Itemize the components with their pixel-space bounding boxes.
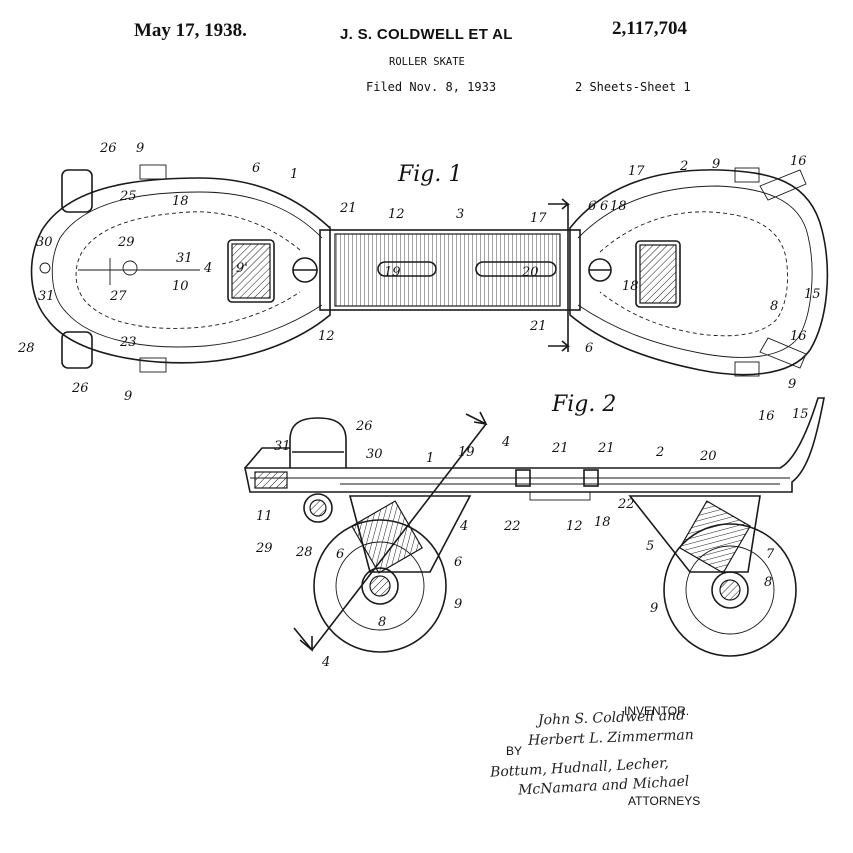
ref-numeral: 8: [378, 615, 386, 630]
ref-numeral: 20: [521, 265, 539, 280]
ref-numeral: 1: [426, 451, 434, 466]
ref-numeral: 8: [770, 299, 778, 314]
ref-numeral: 16: [790, 329, 807, 344]
patent-title: ROLLER SKATE: [389, 56, 465, 68]
ref-numeral: 11: [256, 509, 273, 524]
ref-numeral: 21: [339, 201, 357, 216]
ref-numeral: 9: [124, 389, 132, 404]
ref-numeral: 12: [318, 329, 335, 344]
ref-numeral: 12: [566, 519, 583, 534]
ref-numeral: 18: [622, 279, 639, 294]
ref-numeral: 18: [610, 199, 627, 214]
ref-numeral: 1: [290, 167, 298, 182]
ref-numeral: 15: [804, 287, 821, 302]
patent-number: 2,117,704: [612, 18, 687, 39]
ref-numeral: 30: [366, 447, 383, 462]
ref-numeral: 2: [655, 445, 664, 460]
fig2-label: Fig. 2: [552, 392, 617, 417]
ref-numeral: 21: [551, 441, 569, 456]
ref-numeral: 4: [459, 519, 468, 534]
ref-numeral: 17: [530, 211, 547, 226]
ref-numeral: 3: [456, 207, 464, 222]
ref-numeral: 28: [17, 341, 35, 356]
ref-numeral: 30: [36, 235, 53, 250]
ref-numeral: 18: [172, 194, 189, 209]
ref-numeral: 31: [38, 289, 55, 304]
section-marker-6-bottom: 6: [585, 341, 593, 356]
by-label: BY: [506, 744, 523, 758]
ref-numeral: 6: [600, 199, 608, 214]
ref-numeral: 9: [788, 377, 796, 392]
patent-inventors: J. S. COLDWELL ET AL: [340, 26, 513, 43]
ref-numeral: 9: [136, 141, 144, 156]
ref-numeral: 6: [252, 161, 260, 176]
ref-numeral: 22: [503, 519, 521, 534]
ref-numeral: 15: [792, 407, 809, 422]
ref-numeral: 18: [594, 515, 611, 530]
fig1-label: Fig. 1: [398, 162, 463, 187]
ref-numeral: 17: [628, 164, 645, 179]
ref-numeral: 8: [764, 575, 772, 590]
ref-numeral: 12: [388, 207, 405, 222]
ref-numeral: 21: [529, 319, 547, 334]
ref-numeral: 31: [274, 439, 291, 454]
ref-numeral: 9: [650, 601, 658, 616]
ref-numeral: 21: [597, 441, 615, 456]
ref-numeral: 31: [176, 251, 193, 266]
ref-numeral: 27: [109, 289, 127, 304]
ref-numeral: 26: [99, 141, 117, 156]
ref-numeral: 19: [458, 445, 475, 460]
ref-numeral: 2: [679, 159, 688, 174]
attorneys-label: ATTORNEYS: [628, 794, 701, 808]
ref-numeral: 16: [758, 409, 775, 424]
ref-numeral: 4: [203, 261, 212, 276]
ref-numeral: 20: [699, 449, 717, 464]
ref-numeral: 22: [617, 497, 635, 512]
fig2-drawing: 4 4 26 31 30 1 19 21 21 2 20 16 15 11 29…: [244, 397, 825, 670]
ref-numeral: 9': [236, 261, 248, 276]
ref-numeral: 7: [766, 547, 775, 562]
ref-numeral: 28: [295, 545, 313, 560]
ref-numeral: 25: [119, 189, 137, 204]
section-marker-6-top: 6: [588, 199, 596, 214]
ref-numeral: 6: [454, 555, 462, 570]
section-marker-4-top: 4: [501, 435, 510, 450]
section-marker-4-bottom: 4: [321, 655, 330, 670]
sheet-count: 2 Sheets-Sheet 1: [575, 80, 691, 94]
ref-numeral: 10: [172, 279, 189, 294]
ref-numeral: 9: [454, 597, 462, 612]
ref-numeral: 29: [117, 235, 135, 250]
ref-numeral: 19: [384, 265, 401, 280]
patent-date: May 17, 1938.: [134, 20, 247, 41]
ref-numeral: 29: [255, 541, 273, 556]
ref-numeral: 9: [712, 157, 720, 172]
ref-numeral: 26: [355, 419, 373, 434]
ref-numeral: 6: [336, 547, 344, 562]
ref-numeral: 23: [119, 335, 137, 350]
fig1-drawing: 6 6 26 9 25 18 6 1 21 12 3 17 6 18 17 2 …: [17, 141, 829, 404]
ref-numeral: 5: [646, 539, 654, 554]
ref-numeral: 26: [71, 381, 89, 396]
ref-numeral: 16: [790, 154, 807, 169]
inventor-label: INVENTOR.: [624, 704, 690, 718]
filed-date: Filed Nov. 8, 1933: [366, 80, 497, 94]
